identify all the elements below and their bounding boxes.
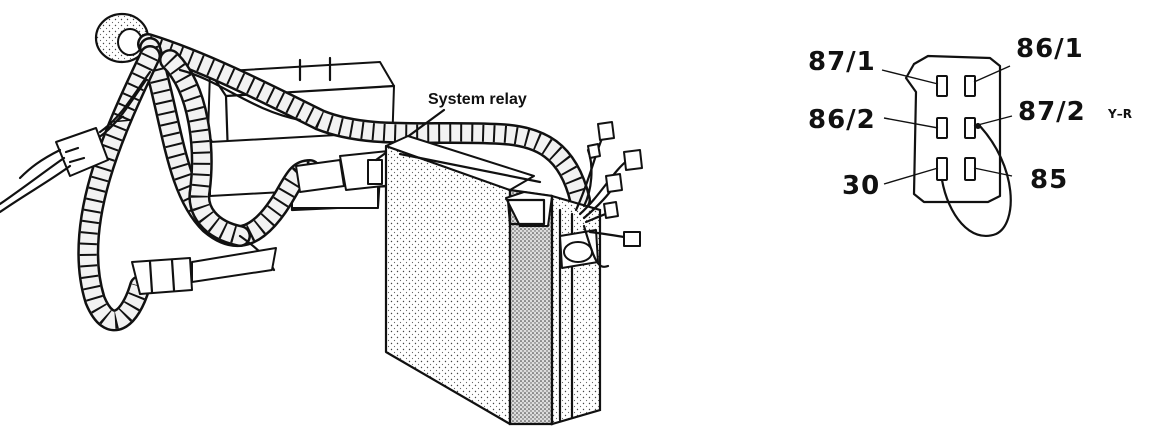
pin-87-1-socket bbox=[936, 75, 948, 97]
pin-87-2-socket bbox=[964, 117, 976, 139]
control-unit bbox=[384, 135, 602, 426]
pin-86-2-socket bbox=[936, 117, 948, 139]
pin-30-socket bbox=[936, 157, 948, 181]
pin-sockets bbox=[936, 75, 976, 181]
pin-label-30: 30 bbox=[842, 171, 880, 201]
relay-pinout: 87/1 86/1 86/2 87/2 Y–R 30 85 bbox=[808, 34, 1132, 237]
jumper-wire bbox=[940, 122, 1012, 237]
connector-housing bbox=[904, 54, 1002, 204]
jumper-wire-end bbox=[975, 123, 981, 129]
pin-label-87-1: 87/1 bbox=[808, 47, 876, 77]
pin-label-85: 85 bbox=[1030, 165, 1068, 195]
pin-85-socket bbox=[964, 157, 976, 181]
connector-terminals bbox=[574, 121, 643, 268]
harness-branch-left bbox=[0, 70, 152, 214]
pin-label-86-2: 86/2 bbox=[808, 105, 876, 135]
harness-connector-lower bbox=[131, 247, 277, 295]
pin-86-1-socket bbox=[964, 75, 976, 97]
pin-label-87-2: 87/2 bbox=[1018, 97, 1086, 127]
system-relay-label: System relay bbox=[428, 91, 527, 108]
pin-label-86-1: 86/1 bbox=[1016, 34, 1084, 64]
engine-bay-illustration: System relay bbox=[0, 12, 643, 426]
wire-color-label: Y–R bbox=[1107, 107, 1132, 121]
